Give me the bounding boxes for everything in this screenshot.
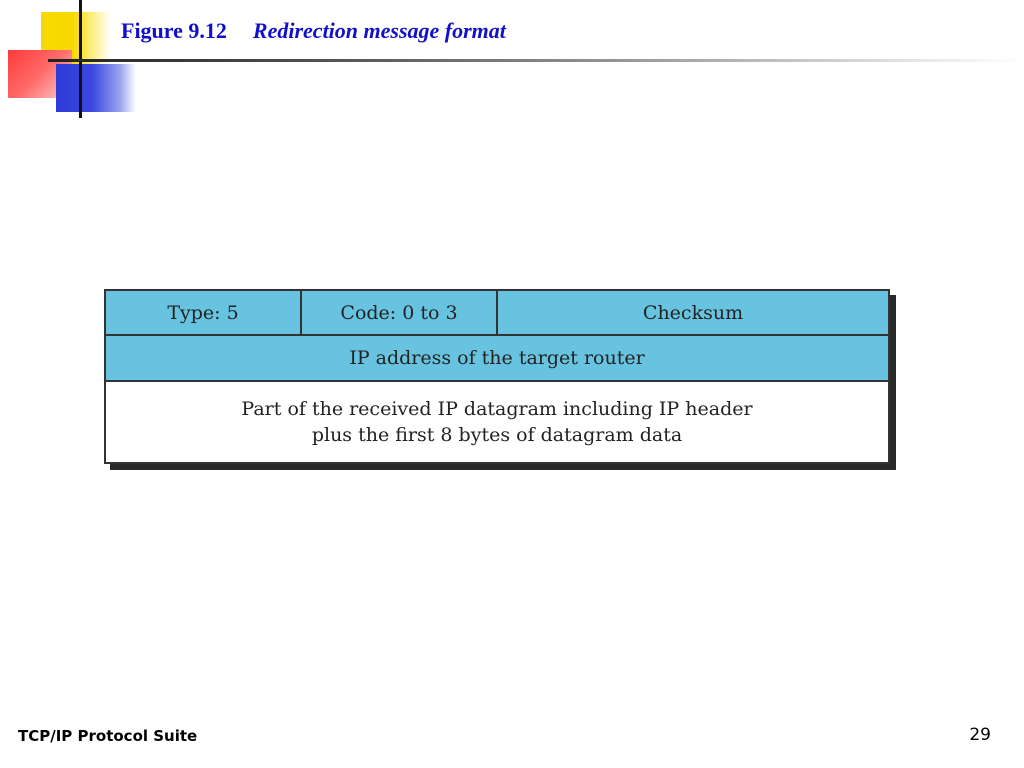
diagram-row-target-router: IP address of the target router [106, 336, 888, 382]
figure-number: Figure 9.12 [121, 18, 227, 43]
field-type: Type: 5 [106, 291, 302, 334]
figure-caption: Redirection message format [252, 18, 506, 43]
decor-horizontal-rule [48, 59, 1024, 62]
diagram-row-header: Type: 5 Code: 0 to 3 Checksum [106, 291, 888, 336]
field-code: Code: 0 to 3 [302, 291, 498, 334]
field-datagram-data: Part of the received IP datagram includi… [106, 382, 888, 462]
decor-blue-square [56, 64, 136, 112]
datagram-data-line-2: plus the first 8 bytes of datagram data [311, 424, 683, 446]
datagram-data-line-1: Part of the received IP datagram includi… [241, 398, 753, 420]
field-checksum: Checksum [498, 291, 888, 334]
redirection-message-diagram: Type: 5 Code: 0 to 3 Checksum IP address… [104, 289, 890, 464]
slide-title: Figure 9.12 Redirection message format [121, 18, 506, 44]
diagram-row-datagram-data: Part of the received IP datagram includi… [106, 382, 888, 462]
page-number: 29 [969, 725, 991, 745]
footer-book-title: TCP/IP Protocol Suite [18, 727, 198, 745]
field-target-router-address: IP address of the target router [106, 336, 888, 380]
